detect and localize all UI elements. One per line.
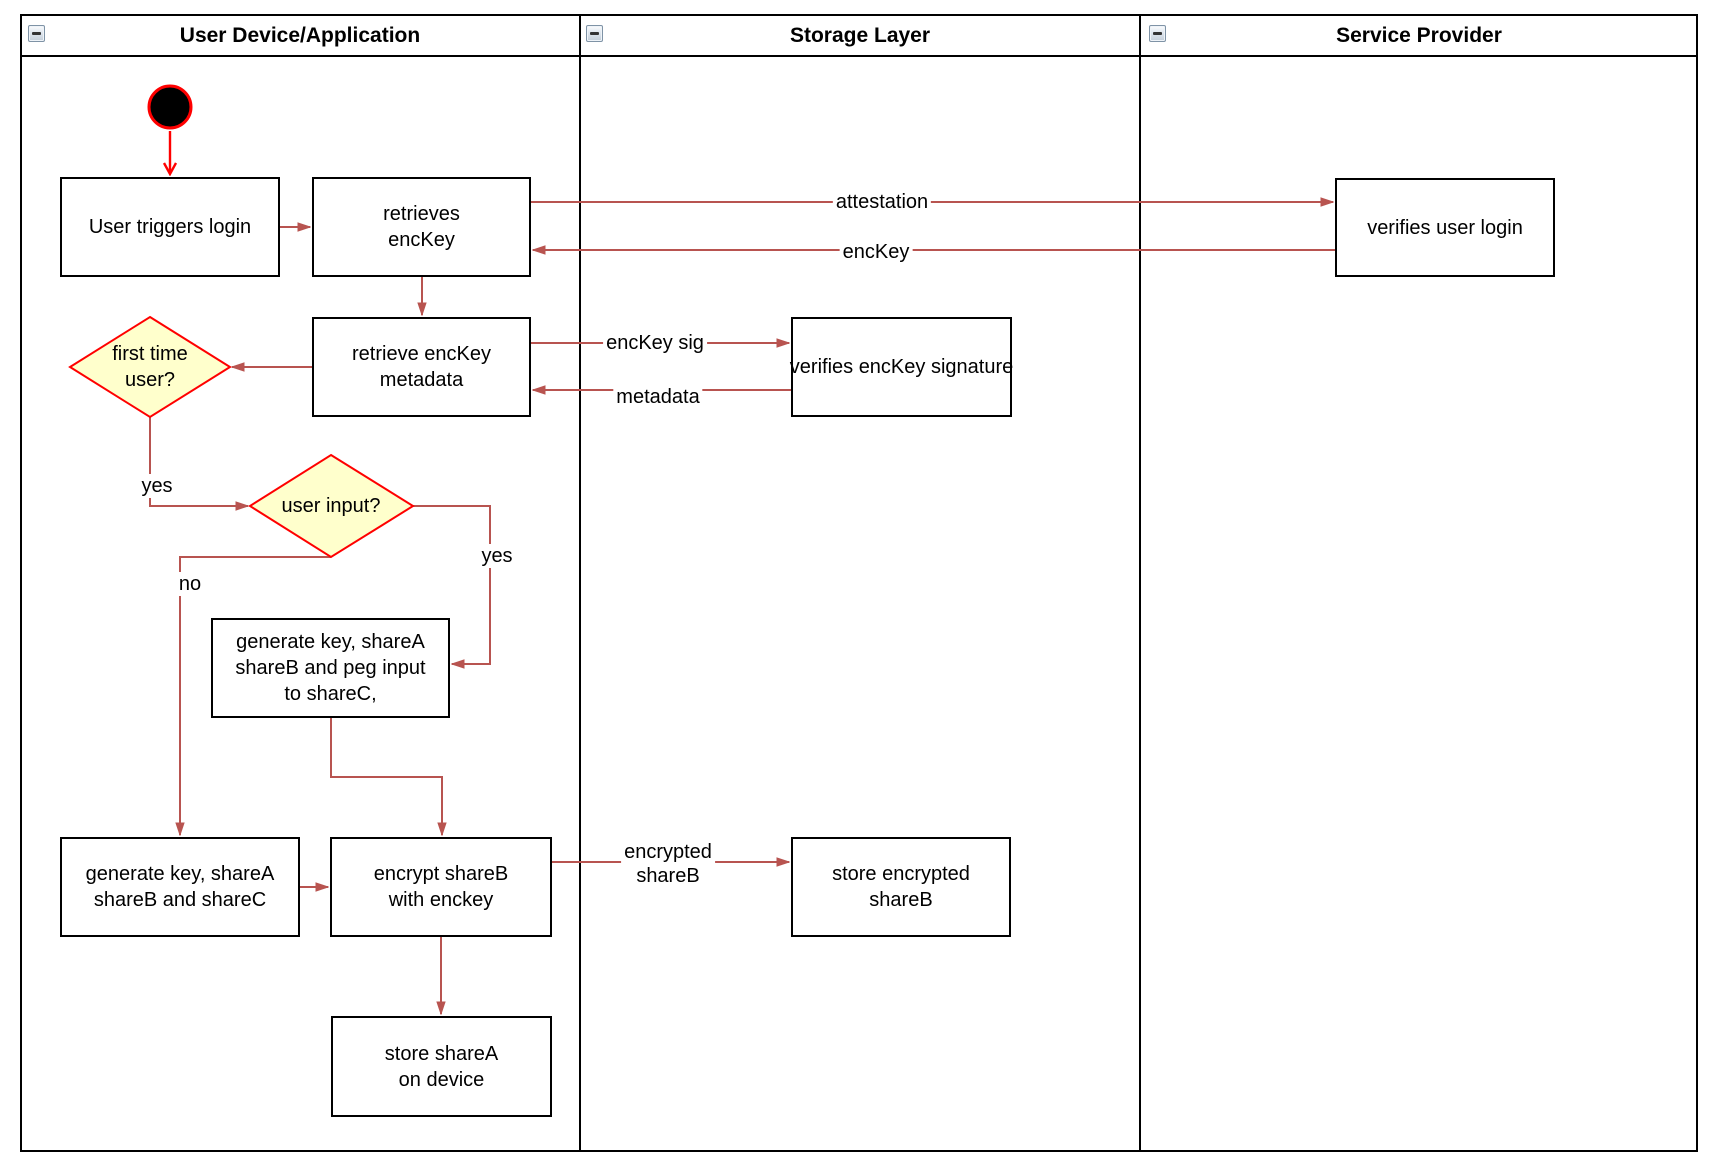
edge-label-yes-user-input: yes bbox=[478, 544, 516, 568]
node-generate-key-sharec[interactable]: generate key, shareA shareB and shareC bbox=[60, 837, 300, 937]
lane-divider-1 bbox=[579, 14, 581, 1152]
edge-label-yes-first-time: yes bbox=[138, 474, 176, 498]
edge-label-enckey-sig: encKey sig bbox=[603, 331, 707, 355]
minus-icon bbox=[1153, 32, 1162, 35]
lane-title-storage-layer: Storage Layer bbox=[789, 23, 931, 47]
minus-icon bbox=[590, 32, 599, 35]
edge-label-no-user-input: no bbox=[175, 572, 205, 596]
node-verifies-user-login[interactable]: verifies user login bbox=[1335, 178, 1555, 277]
collapse-lane-2-minus-icon[interactable] bbox=[586, 25, 603, 42]
node-generate-key-peg-input[interactable]: generate key, shareA shareB and peg inpu… bbox=[211, 618, 450, 718]
node-verifies-enckey-signature[interactable]: verifies encKey signature bbox=[790, 317, 1013, 417]
node-store-sharea[interactable]: store shareA on device bbox=[331, 1016, 552, 1117]
node-retrieves-enckey[interactable]: retrieves encKey bbox=[312, 177, 531, 277]
edge-label-metadata: metadata bbox=[613, 385, 703, 409]
node-encrypt-shareb[interactable]: encrypt shareB with enckey bbox=[330, 837, 552, 937]
edge-label-attestation: attestation bbox=[832, 190, 932, 214]
collapse-lane-3-minus-icon[interactable] bbox=[1149, 25, 1166, 42]
collapse-lane-1-minus-icon[interactable] bbox=[28, 25, 45, 42]
minus-icon bbox=[32, 32, 41, 35]
lane-header-separator bbox=[20, 55, 1698, 57]
lane-divider-2 bbox=[1139, 14, 1141, 1152]
lane-title-user-device: User Device/Application bbox=[179, 23, 421, 47]
edge-label-enckey: encKey bbox=[839, 240, 913, 264]
pool-border bbox=[20, 14, 1698, 1152]
node-user-triggers-login[interactable]: User triggers login bbox=[60, 177, 280, 277]
node-store-encrypted-shareb[interactable]: store encrypted shareB bbox=[791, 837, 1011, 937]
node-retrieve-enckey-metadata[interactable]: retrieve encKey metadata bbox=[312, 317, 531, 417]
lane-title-service-provider: Service Provider bbox=[1336, 23, 1502, 47]
edge-label-encrypted-shareb: encrypted shareB bbox=[621, 840, 715, 888]
